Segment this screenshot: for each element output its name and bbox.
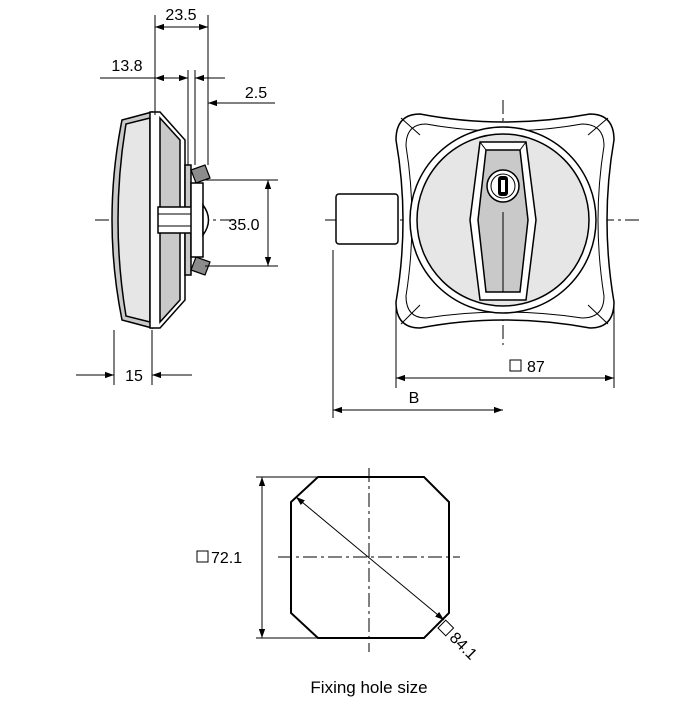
square-symbol-icon	[196, 550, 209, 563]
dim-15-label: 15	[125, 368, 143, 385]
front-corner-br	[587, 304, 609, 325]
dim-35-label: 35.0	[228, 217, 259, 234]
fixing-hole-view: 84.1 72.1 Fixing hole size	[196, 468, 480, 697]
front-handle-edge-a	[479, 141, 487, 151]
side-nut	[190, 182, 204, 258]
dim-13-8-label: 13.8	[111, 58, 142, 75]
fixing-hole-outline	[290, 476, 450, 639]
side-cam-bottom	[190, 256, 211, 276]
side-cam-top	[190, 164, 211, 184]
square-symbol-icon	[509, 359, 522, 372]
dim-72-1-label: 72.1	[211, 550, 242, 567]
front-corner-tr	[587, 117, 609, 136]
dim-84-1-line	[295, 496, 445, 621]
side-shaft-end	[202, 202, 210, 238]
front-corner-bl	[400, 304, 421, 325]
square-symbol-icon	[437, 619, 455, 637]
side-view: 23.5 13.8 2.5 35.0 15	[76, 7, 278, 385]
fixing-hole-caption: Fixing hole size	[310, 678, 427, 697]
dim-23-5-label: 23.5	[165, 7, 196, 24]
front-corner-tl	[400, 117, 421, 136]
dim-87-label: 87	[527, 359, 545, 376]
dim-84-1-group: 84.1	[437, 619, 480, 664]
front-handle-edge-b	[519, 141, 527, 151]
dim-2-5-label: 2.5	[245, 85, 267, 102]
front-view: 87 B	[325, 100, 640, 418]
front-key-cylinder-inner	[490, 173, 516, 199]
keyhole-slot	[501, 180, 505, 192]
dim-b-label: B	[409, 390, 420, 407]
dim-84-1-label: 84.1	[446, 629, 480, 663]
front-shaft-stub	[335, 193, 399, 245]
side-knob-face	[117, 117, 151, 323]
